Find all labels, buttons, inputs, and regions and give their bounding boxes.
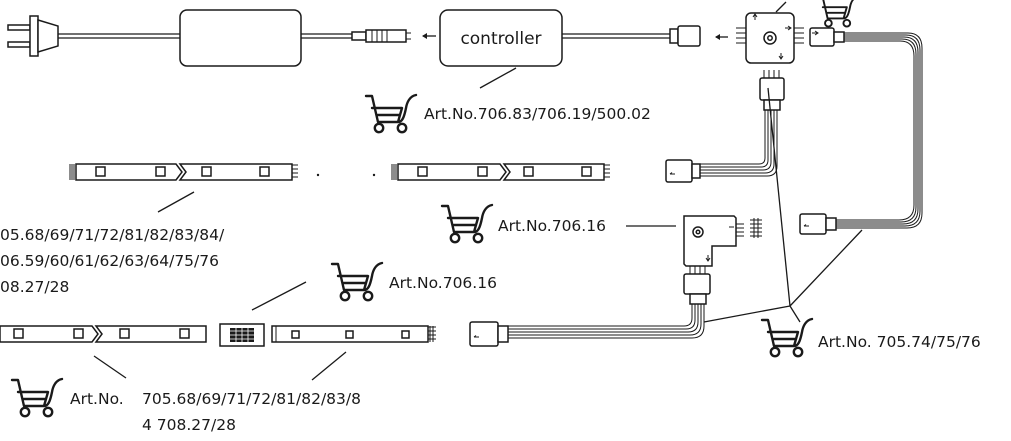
cart-icon [10, 377, 64, 418]
rgb-connector-icon [799, 213, 837, 235]
led-strip [69, 163, 376, 181]
led-strip [271, 325, 436, 343]
controller-box: controller [439, 9, 728, 89]
cable-art-label: Art.No. 705.74/75/76 [818, 333, 981, 351]
cart-icon [760, 317, 814, 358]
cart-icon [440, 203, 494, 244]
led-strip [391, 163, 610, 181]
rgb-connector-icon [469, 321, 509, 347]
strip-art-line-2: 06.59/60/61/62/63/64/75/76 [0, 252, 219, 270]
strip-art-line-1: 05.68/69/71/72/81/82/83/84/ [0, 226, 225, 244]
bottom-art-prefix: Art.No. [70, 390, 124, 408]
bottom-art-line-2: 4 708.27/28 [142, 416, 236, 434]
rgb-connector-icon [759, 70, 785, 111]
corner-connector-icon [683, 215, 762, 267]
strip-art-line-3: 08.27/28 [0, 278, 69, 296]
power-supply-icon [179, 9, 436, 67]
corner-art-label: Art.No.706.16 [498, 217, 606, 235]
cart-icon [330, 261, 384, 302]
led-strip [0, 325, 207, 343]
rgb-connector-icon [683, 266, 711, 305]
bottom-art-line-1: 705.68/69/71/72/81/82/83/8 [142, 390, 361, 408]
cart-icon [364, 93, 418, 134]
controller-art-label: Art.No.706.83/706.19/500.02 [424, 105, 651, 123]
connector-art-label: Art.No.706.16 [389, 274, 497, 292]
power-plug-icon [7, 15, 180, 57]
rgb-connector-icon [665, 159, 701, 183]
cart-icon [817, 0, 859, 28]
controller-label: controller [460, 29, 541, 49]
strip-connector-icon [219, 323, 265, 347]
cross-connector-icon [736, 1, 804, 64]
rgb-connector-icon [809, 27, 845, 47]
